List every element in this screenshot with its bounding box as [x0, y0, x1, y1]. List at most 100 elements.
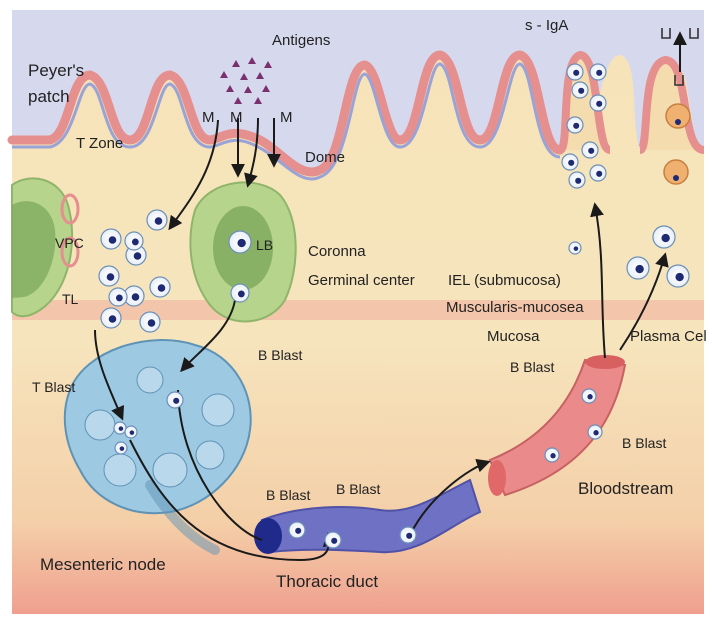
lymphocyte-nucleus [587, 394, 592, 399]
lymphocyte-nucleus [134, 252, 142, 260]
coronna-label: Coronna [308, 244, 366, 259]
lymphocyte-cell [582, 389, 596, 403]
siga-label: s - IgA [525, 18, 568, 33]
lymphocyte-nucleus [593, 430, 598, 435]
lymphocyte-cell [590, 95, 606, 111]
lymphocyte-nucleus [116, 294, 123, 301]
lymphocyte-cell [653, 226, 675, 248]
lymphocyte-cell [229, 231, 251, 253]
lymphocyte-nucleus [132, 293, 140, 301]
lymphocyte-nucleus [573, 70, 579, 76]
lymphocyte-cell [590, 165, 606, 181]
t-zone-label: T Zone [76, 136, 123, 151]
b-blast-duct-label-1: B Blast [266, 488, 310, 502]
lymphocyte-cell [125, 232, 143, 250]
lymphocyte-nucleus [573, 123, 579, 129]
lymphocyte-cell [101, 229, 121, 249]
node-lobule-4 [202, 394, 234, 426]
lymphocyte-cell [147, 210, 167, 230]
node-lobule-5 [196, 441, 224, 469]
muscularis-label: Muscularis-mucosea [446, 300, 584, 315]
lymphocyte-cell [101, 308, 121, 328]
lymphocyte-nucleus [588, 148, 594, 154]
plasma-cell-villus-1-nucleus [675, 119, 681, 125]
lymphocyte-cell [590, 64, 606, 80]
node-lobule-3 [153, 453, 187, 487]
lymphocyte-cell [545, 448, 559, 462]
peyers-patch-label-line2: patch [28, 88, 70, 105]
lymphocyte-cell [569, 172, 585, 188]
mucosa-label: Mucosa [487, 329, 540, 344]
lymphocyte-nucleus [237, 239, 245, 247]
lymphocyte-cell [99, 266, 119, 286]
plasma-cell-villus-2-nucleus [673, 175, 679, 181]
lymphocyte-nucleus [107, 273, 115, 281]
lymphocyte-nucleus [120, 446, 125, 451]
plasma-cell-label: Plasma Cel [630, 329, 707, 344]
thoracic-duct-label: Thoracic duct [276, 573, 378, 590]
lymphocyte-cell [325, 532, 341, 548]
peyers-patch-label-line1: Peyer's [28, 62, 84, 79]
lymphocyte-nucleus [635, 265, 643, 273]
lymphocyte-cell [562, 154, 578, 170]
node-lobule-6 [137, 367, 163, 393]
lymphocyte-nucleus [238, 290, 245, 297]
m-cell-label-2: M [230, 110, 243, 125]
lymphocyte-cell [109, 288, 127, 306]
lymphocyte-nucleus [596, 171, 602, 177]
lymphocyte-cell [289, 522, 305, 538]
node-lobule-2 [104, 454, 136, 486]
b-blast-vessel-top-label: B Blast [510, 360, 554, 374]
lymphocyte-cell [567, 117, 583, 133]
lymphocyte-cell [572, 82, 588, 98]
lymphocyte-nucleus [574, 246, 579, 251]
iel-label: IEL (submucosa) [448, 273, 561, 288]
bloodstream-opening-bottom [488, 460, 506, 496]
lymphocyte-nucleus [109, 236, 117, 244]
lymphocyte-nucleus [158, 284, 166, 292]
bloodstream-label: Bloodstream [578, 480, 673, 497]
lymphocyte-cell [400, 527, 416, 543]
lymphocyte-cell [588, 425, 602, 439]
germinal-center-label: Germinal center [308, 273, 415, 288]
lymphocyte-cell [167, 392, 183, 408]
b-blast-node-label: B Blast [258, 348, 302, 362]
lymphocyte-cell [125, 426, 137, 438]
lymphocyte-cell [140, 312, 160, 332]
lymphocyte-nucleus [173, 398, 179, 404]
vpc-label: VPC [55, 236, 84, 250]
tl-label: TL [62, 292, 78, 306]
lymphocyte-nucleus [596, 101, 602, 107]
lymphocyte-nucleus [596, 70, 602, 76]
lymphocyte-cell [115, 442, 127, 454]
lymphocyte-nucleus [675, 273, 683, 281]
lymphocyte-cell [114, 422, 126, 434]
lymphocyte-cell [567, 64, 583, 80]
lymphocyte-cell [569, 242, 581, 254]
lymphocyte-nucleus [661, 234, 669, 242]
lymphocyte-nucleus [575, 178, 581, 184]
m-cell-label-3: M [280, 110, 293, 125]
m-cell-label-1: M [202, 110, 215, 125]
lymphocyte-nucleus [148, 319, 156, 327]
lymphocyte-nucleus [406, 533, 412, 539]
antigens-label: Antigens [272, 33, 330, 48]
lymphocyte-nucleus [109, 315, 117, 323]
b-blast-vessel-right-label: B Blast [622, 436, 666, 450]
dome-label: Dome [305, 150, 345, 165]
lymphocyte-cell [150, 277, 170, 297]
b-blast-duct-label-2: B Blast [336, 482, 380, 496]
lb-label: LB [256, 238, 273, 252]
lymphocyte-cell [582, 142, 598, 158]
lymphocyte-nucleus [578, 88, 584, 94]
lymphocyte-nucleus [155, 217, 163, 225]
lymphocyte-nucleus [119, 426, 124, 431]
lymphocyte-cell [667, 265, 689, 287]
node-lobule-1 [85, 410, 115, 440]
lymphocyte-nucleus [130, 430, 135, 435]
t-blast-label: T Blast [32, 380, 75, 394]
lymphocyte-nucleus [295, 528, 301, 534]
mesenteric-node-label: Mesenteric node [40, 556, 166, 573]
lymphocyte-nucleus [568, 160, 574, 166]
